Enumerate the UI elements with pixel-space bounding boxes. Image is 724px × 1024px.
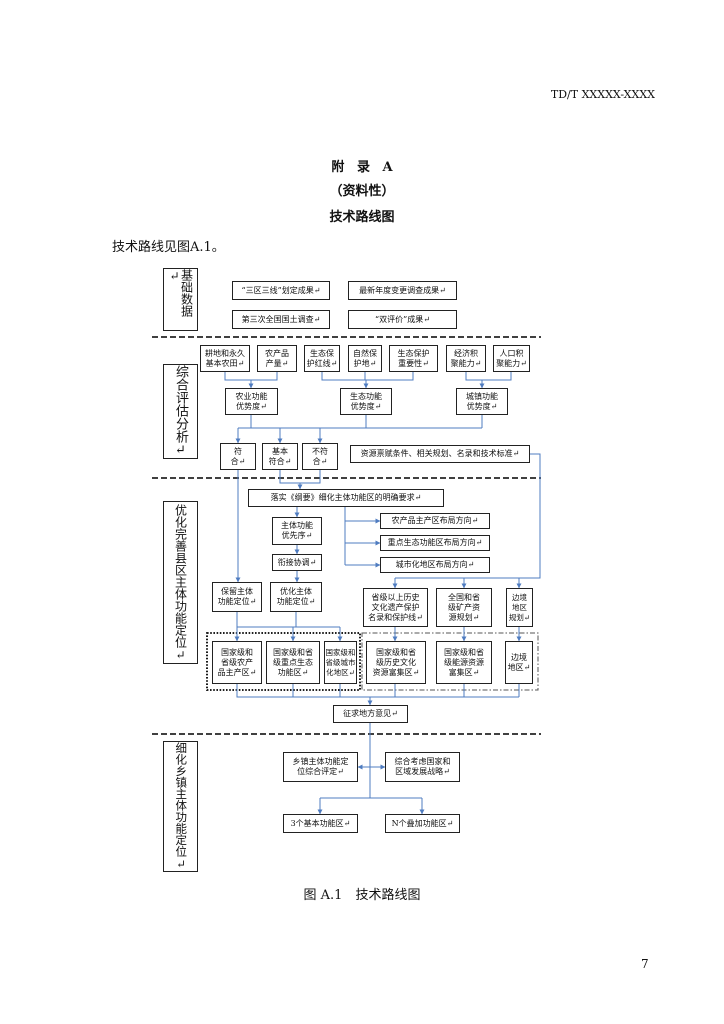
node-n-overlay-function-zones: N个叠加功能区↵ (385, 814, 460, 833)
node-permanent-basic-farmland: 耕地和永久 基本农田↵ (200, 345, 250, 372)
node-solicit-local-opinions: 征求地方意见↵ (333, 705, 408, 723)
node-agri-production-zone: 国家级和 省级农产 品主产区↵ (212, 641, 262, 684)
node-regional-development-strategy: 综合考虑国家和 区域发展战略↵ (385, 752, 460, 782)
node-ecological-function-advantage: 生态功能 优势度↵ (340, 388, 392, 415)
node-keep-main-function: 保留主体 功能定位↵ (212, 582, 262, 612)
connector-line (465, 372, 512, 381)
node-urbanized-zone: 国家级和 省级城市 化地区↵ (324, 641, 357, 684)
node-border-area-plan: 边境 地区 规划↵ (506, 588, 533, 627)
node-agri-zone-layout-direction: 农产品主产区布局方向↵ (380, 513, 490, 529)
intro-paragraph: 技术路线见图A.1。 (112, 240, 225, 255)
node-township-function-evaluation: 乡镇主体功能定 位综合评定↵ (283, 752, 358, 782)
zone-group-main-function (206, 632, 361, 691)
node-resource-endowment-standards: 资源禀赋条件、相关规划、名录和技术标准↵ (350, 445, 530, 463)
node-eco-zone-layout-direction: 重点生态功能区布局方向↵ (380, 535, 490, 551)
node-consistent: 符 合↵ (220, 443, 256, 470)
node-urban-function-advantage: 城镇功能 优势度↵ (456, 388, 508, 415)
node-mineral-resource-plan: 全国和省 级矿产资 源规划↵ (436, 588, 492, 627)
node-basically-consistent: 基本 符合↵ (262, 443, 298, 470)
node-economic-agglomeration: 经济积 聚能力↵ (446, 345, 486, 372)
connector-line (236, 612, 340, 628)
node-heritage-protection-list: 省级以上历史 文化遗产保护 名录和保护线↵ (363, 588, 428, 627)
node-three-basic-function-zones: 3个基本功能区↵ (283, 814, 358, 833)
node-urban-zone-layout-direction: 城市化地区布局方向↵ (380, 557, 490, 573)
node-three-zones-three-lines: “三区三线”划定成果↵ (232, 281, 330, 300)
connector-line (224, 372, 278, 381)
node-ecological-redline: 生态保 护红线↵ (304, 345, 340, 372)
connector-line (321, 372, 414, 381)
stage-label-township-positioning: 细化乡镇主体功能定位↵ (163, 741, 198, 872)
node-population-agglomeration: 人口积 聚能力↵ (493, 345, 530, 372)
zone-group-special-zones (361, 632, 539, 691)
page-number: 7 (641, 957, 649, 971)
node-main-function-priority: 主体功能 优先序↵ (272, 517, 322, 545)
appendix-title: 附 录 A (331, 160, 393, 175)
node-energy-rich-zone: 国家级和省 级能源资源 富集区↵ (436, 641, 492, 684)
node-dual-evaluation: “双评价”成果↵ (348, 310, 457, 329)
connector-line (236, 684, 519, 698)
node-ecological-importance: 生态保护 重要性↵ (389, 345, 438, 372)
connector-line (395, 453, 541, 579)
stage-label-basic-data: 基础数据↵ (163, 268, 198, 331)
connector-line (279, 470, 321, 484)
node-heritage-rich-zone: 国家级和省 级历史文化 资源富集区↵ (366, 641, 426, 684)
document-code-header: TD/T XXXXX-XXXX (550, 88, 655, 101)
node-agricultural-function-advantage: 农业功能 优势度↵ (225, 388, 278, 415)
node-key-ecological-zone: 国家级和省 级重点生态 功能区↵ (266, 641, 320, 684)
node-agricultural-output: 农产品 产量↵ (257, 345, 297, 372)
stage-label-county-positioning: 优化完善县区主体功能定位↵ (163, 501, 198, 664)
node-inconsistent: 不符 合↵ (302, 443, 338, 470)
node-border-area: 边境 地区↵ (505, 641, 533, 684)
node-coordination: 衔接协调↵ (272, 554, 322, 571)
stage-label-assessment: 综合评估分析↵ (163, 364, 198, 459)
node-third-national-land-survey: 第三次全国国土调查↵ (232, 310, 330, 329)
appendix-name: 技术路线图 (329, 210, 395, 225)
node-nature-reserves: 自然保 护地↵ (348, 345, 382, 372)
node-latest-annual-change-survey: 最新年度变更调查成果↵ (348, 281, 457, 300)
appendix-nature: （资料性） (329, 184, 395, 199)
node-optimize-main-function: 优化主体 功能定位↵ (270, 582, 322, 612)
node-implement-outline-requirements: 落实《纲要》细化主体功能区的明确要求↵ (248, 489, 444, 507)
figure-caption: 图 A.1 技术路线图 (303, 888, 421, 903)
